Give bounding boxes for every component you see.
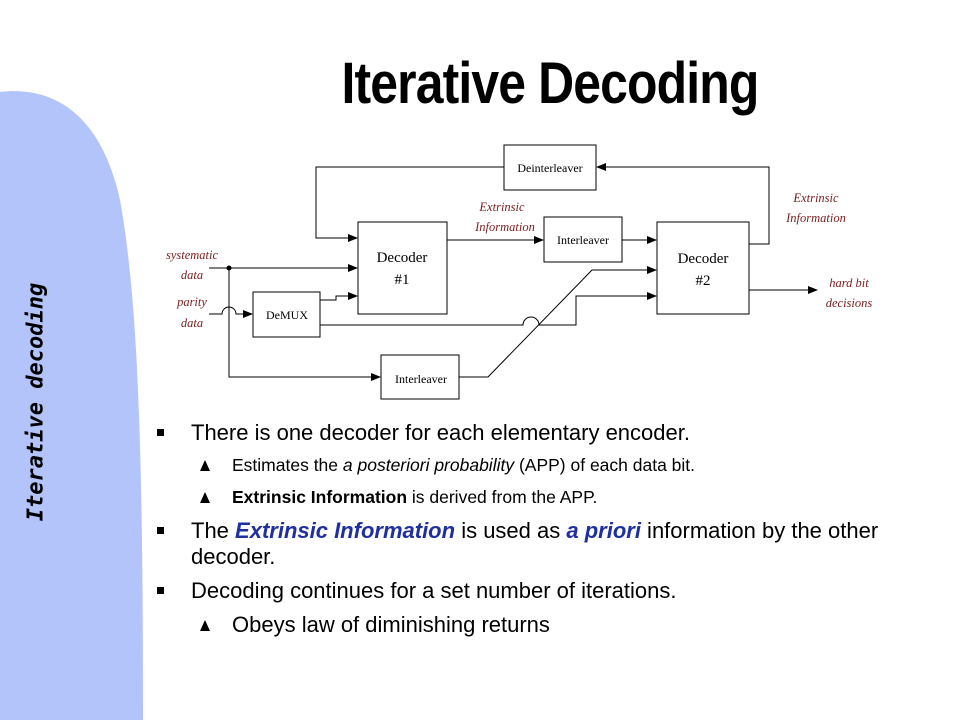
bullet-3: Decoding continues for a set number of i… (155, 578, 945, 604)
bullet-1-sub-2-bold: Extrinsic Information (232, 487, 408, 507)
bullet-2-post: information by the other decoder. (191, 518, 879, 569)
page-title: Iterative Decoding (341, 51, 760, 116)
feedback-line-2 (596, 163, 770, 245)
interleaver-bottom-box (380, 354, 460, 400)
decoder2-box (656, 221, 750, 315)
parity-line1: parity (176, 295, 207, 309)
decoder1-label-line2: #1 (395, 272, 410, 288)
decoder1-label-line1: Decoder (377, 250, 428, 266)
systematic-line1: systematic (166, 248, 219, 262)
square-bullet-icon (157, 527, 164, 534)
triangle-bullet-icon (200, 492, 210, 503)
decoder2-label-line2: #2 (696, 273, 711, 289)
extrinsic-mid-line2: Information (474, 220, 535, 234)
systematic-branch (228, 268, 381, 381)
demux-to-d2 (320, 292, 657, 326)
bullet-1: There is one decoder for each elementary… (155, 420, 945, 446)
bullet-2: The Extrinsic Information is used as a p… (155, 518, 945, 570)
hard-bit-line2: decisions (826, 296, 873, 310)
bullet-2-pre: The (191, 518, 236, 543)
deinterleaver-box (503, 144, 597, 191)
bullet-1-sub-2-post: is derived from the APP. (407, 487, 598, 507)
feedback-line-1 (315, 166, 504, 242)
decoder2-label-line1: Decoder (678, 251, 729, 267)
junction-dot (226, 265, 232, 271)
hard-bit-line1: hard bit (829, 276, 869, 290)
bullet-3-text: Decoding continues for a set number of i… (191, 578, 677, 603)
parity-line2: data (181, 316, 203, 330)
bullet-3-sub-1: Obeys law of diminishing returns (155, 612, 945, 638)
bullet-2-emphasis-1: Extrinsic Information (235, 518, 456, 543)
extrinsic-right-line1: Extrinsic (792, 191, 839, 205)
demux-box (252, 291, 321, 338)
systematic-line2: data (181, 268, 203, 282)
bullet-2-mid: is used as (455, 518, 567, 543)
bullet-1-sub-1-ital: a posteriori probability (342, 455, 515, 475)
demux-to-d1 (320, 292, 358, 301)
bullet-list: There is one decoder for each elementary… (155, 420, 945, 648)
extrinsic-right-line2: Information (785, 211, 846, 225)
deinterleaver-label: Deinterleaver (517, 161, 582, 175)
extrinsic-mid-line1: Extrinsic (478, 200, 525, 214)
parity-line (209, 306, 253, 318)
bullet-1-sub-2: Extrinsic Information is derived from th… (155, 486, 945, 508)
interleaver-bottom-to-d2 (459, 266, 657, 378)
triangle-bullet-icon (200, 460, 210, 471)
bullet-1-sub-1: Estimates the a posteriori probability (… (155, 454, 945, 476)
bullet-2-emphasis-2: a priori (566, 518, 641, 543)
bullet-1-sub-1-post: (APP) of each data bit. (514, 455, 696, 475)
bullet-1-text: There is one decoder for each elementary… (191, 420, 690, 445)
square-bullet-icon (157, 587, 164, 594)
triangle-bullet-icon (200, 620, 210, 631)
bullet-1-sub-1-pre: Estimates the (232, 455, 343, 475)
decoder1-box (357, 221, 448, 315)
interleaver-bottom-label: Interleaver (395, 372, 447, 386)
square-bullet-icon (157, 429, 164, 436)
bullet-3-sub-1-text: Obeys law of diminishing returns (232, 612, 550, 637)
demux-label: DeMUX (266, 308, 308, 322)
interleaver-top-label: Interleaver (557, 233, 609, 247)
